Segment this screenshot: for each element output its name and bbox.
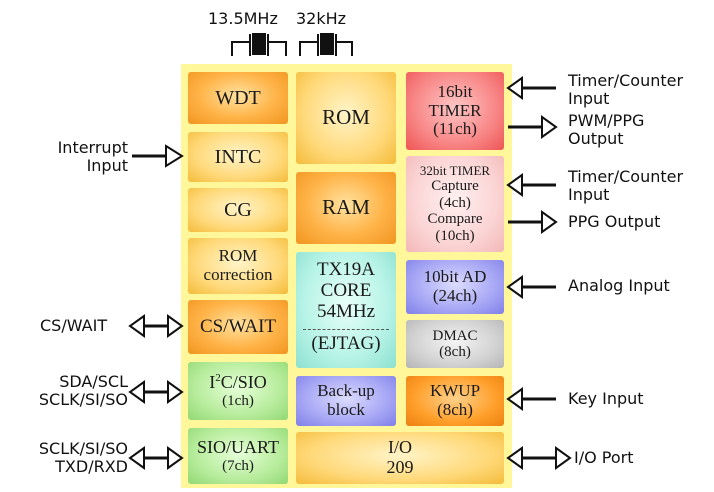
timer32-label-3: (4ch) <box>439 194 471 211</box>
core-divider <box>303 328 389 330</box>
crystal-13-5mhz-label: 13.5MHz <box>208 9 278 28</box>
timer-counter-input-1-label: Timer/Counter Input <box>568 71 684 108</box>
ppg-output-label: PPG Output <box>568 212 661 231</box>
rom-block: ROM <box>296 72 396 164</box>
crystal-32khz-label: 32kHz <box>296 9 347 28</box>
cs-wait-block-label: CS/WAIT <box>200 315 276 337</box>
core-label-2: CORE <box>320 279 372 301</box>
crystal-32khz-symbol <box>299 33 353 56</box>
backup-label-2: block <box>327 400 365 419</box>
io-block: I/O 209 <box>296 432 504 484</box>
timer32-label-4: Compare <box>427 211 483 228</box>
io-port-label: I/O Port <box>574 448 634 467</box>
uart-bidir-arrow <box>128 446 184 470</box>
pwm-ppg-output-arrow <box>508 115 558 139</box>
cs-wait-signal-label: CS/WAIT <box>40 316 108 335</box>
backup-block: Back-up block <box>296 376 396 426</box>
cs-wait-block: CS/WAIT <box>188 300 288 354</box>
core-label-3: 54MHz <box>316 300 376 322</box>
i2c-sio-channels: (1ch) <box>222 393 254 410</box>
timer16-label-2: TIMER <box>428 100 482 120</box>
timer32-block: 32bit TIMER Capture (4ch) Compare (10ch) <box>406 156 504 252</box>
wdt-block: WDT <box>188 72 288 124</box>
interrupt-input-arrow <box>132 144 184 168</box>
intc-label: INTC <box>214 146 262 168</box>
ad-block: 10bit AD (24ch) <box>406 260 504 314</box>
uart-signal-label: SCLK/SI/SO TXD/RXD <box>38 439 128 476</box>
dmac-label-1: DMAC <box>432 327 478 344</box>
sio-uart-block: SIO/UART (7ch) <box>188 428 288 484</box>
dmac-block: DMAC (8ch) <box>406 320 504 368</box>
cg-block: CG <box>188 188 288 232</box>
analog-input-arrow <box>506 275 556 299</box>
sio-uart-channels: (7ch) <box>222 457 254 474</box>
i2c-sio-block: I2C/SIO (1ch) <box>188 362 288 420</box>
timer16-label-1: 16bit <box>437 81 473 101</box>
core-label-4: (EJTAG) <box>311 332 381 354</box>
timer-counter-input-2-arrow <box>506 173 556 197</box>
cg-label: CG <box>224 199 252 221</box>
timer-counter-input-1-arrow <box>506 76 556 100</box>
kwup-block: KWUP (8ch) <box>406 376 504 426</box>
interrupt-input-label: Interrupt Input <box>57 138 128 175</box>
key-input-label: Key Input <box>568 389 644 408</box>
timer16-block: 16bit TIMER (11ch) <box>406 72 504 150</box>
io-port-bidir-arrow <box>506 446 572 470</box>
backup-label-1: Back-up <box>317 381 375 401</box>
i2c-signal-label: SDA/SCL SCLK/SI/SO <box>38 372 128 409</box>
kwup-label-2: (8ch) <box>437 400 473 419</box>
ad-label-1: 10bit AD <box>423 267 487 287</box>
ram-label: RAM <box>322 195 370 220</box>
ppg-output-arrow <box>508 210 558 234</box>
cs-wait-bidir-arrow <box>128 314 184 338</box>
timer32-label-1: 32bit TIMER <box>419 162 491 178</box>
pwm-ppg-output-label: PWM/PPG Output <box>568 111 645 148</box>
analog-input-label: Analog Input <box>568 276 670 295</box>
core-block: TX19A CORE 54MHz (EJTAG) <box>296 252 396 368</box>
rom-correction-label-2: correction <box>203 265 273 284</box>
timer-counter-input-2-label: Timer/Counter Input <box>568 167 684 204</box>
timer32-label-2: Capture <box>431 178 479 195</box>
rom-correction-block: ROM correction <box>188 238 288 294</box>
ad-label-2: (24ch) <box>432 286 478 305</box>
i2c-sio-label: I2C/SIO <box>209 372 267 393</box>
io-label-2: 209 <box>386 457 414 477</box>
dmac-label-2: (8ch) <box>439 344 471 360</box>
core-label-1: TX19A <box>316 259 376 280</box>
key-input-arrow <box>506 387 556 411</box>
intc-block: INTC <box>188 132 288 182</box>
sio-uart-label: SIO/UART <box>197 436 279 457</box>
ram-block: RAM <box>296 172 396 244</box>
io-label-1: I/O <box>388 437 412 458</box>
rom-label: ROM <box>322 105 370 130</box>
timer32-label-5: (10ch) <box>435 227 475 244</box>
wdt-label: WDT <box>215 87 261 109</box>
rom-correction-label-1: ROM <box>218 246 258 266</box>
crystal-13-5mhz-symbol <box>231 33 287 56</box>
kwup-label-1: KWUP <box>429 381 481 401</box>
timer16-label-3: (11ch) <box>433 119 477 139</box>
i2c-bidir-arrow <box>128 380 184 404</box>
